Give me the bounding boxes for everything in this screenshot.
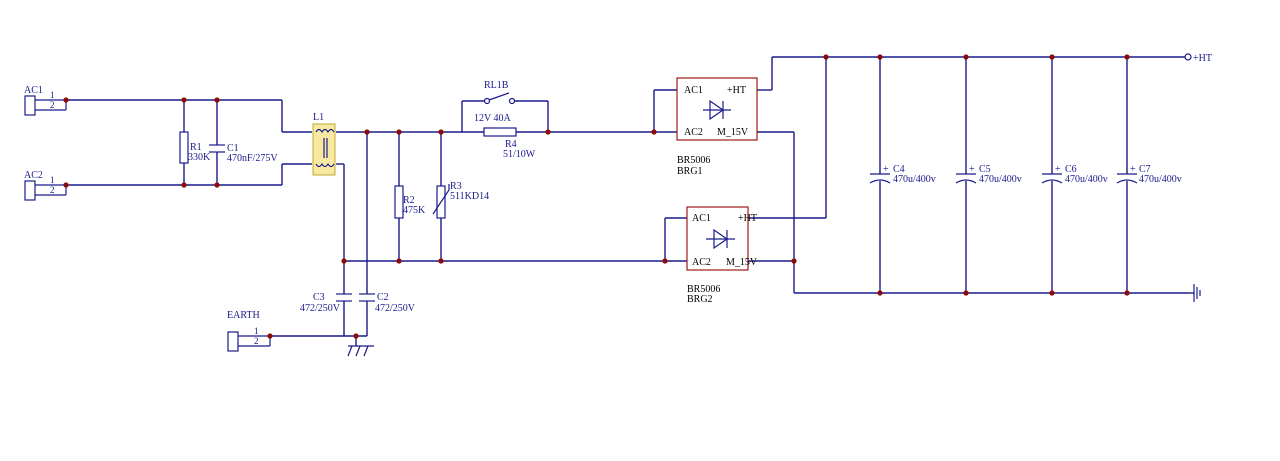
- junction-dots: [63, 54, 1130, 339]
- capacitor-c7: + C7 470u/400v: [1116, 164, 1182, 185]
- resistor-r4: R4 51/10W: [483, 127, 536, 160]
- brg1-pin-ac2: AC2: [684, 127, 703, 138]
- brg1-ref: BRG1: [677, 166, 703, 177]
- brg1-pin-ac1: AC1: [684, 85, 703, 96]
- chassis-ground-icon: [347, 345, 374, 357]
- c2-ref: C2: [377, 292, 389, 303]
- brg2-pin-m: M_15V: [726, 257, 758, 268]
- c6-value: 470u/400v: [1065, 174, 1108, 185]
- connector-ac1-pin1: 1: [50, 90, 55, 100]
- connector-earth-pin2: 2: [254, 336, 259, 346]
- c5-value: 470u/400v: [979, 174, 1022, 185]
- capacitor-c1: C1 470nF/275V: [209, 143, 278, 164]
- c6-plus: +: [1055, 164, 1061, 175]
- brg2-part: BR5006: [687, 284, 720, 295]
- c3-ref: C3: [313, 292, 325, 303]
- resistor-r2: R2 475K: [394, 185, 426, 219]
- connector-ac1-pin2: 2: [50, 100, 55, 110]
- connector-earth-pin1: 1: [254, 326, 259, 336]
- bridge-brg1: AC1 +HT AC2 M_15V BR5006 BRG1: [676, 77, 758, 177]
- capacitor-c6: + C6 470u/400v: [1041, 164, 1108, 185]
- connector-ac1: AC1 1 2: [24, 85, 67, 116]
- connector-ac1-label: AC1: [24, 85, 43, 96]
- connector-ac2-pin2: 2: [50, 185, 55, 195]
- c1-ref: C1: [227, 143, 239, 154]
- brg2-pin-ac1: AC1: [692, 213, 711, 224]
- c3-value: 472/250V: [300, 303, 341, 314]
- relay-value: 12V 40A: [474, 113, 512, 124]
- capacitor-c4: + C4 470u/400v: [869, 164, 936, 185]
- brg2-pin-ac2: AC2: [692, 257, 711, 268]
- r4-value: 51/10W: [503, 149, 536, 160]
- relay-rl1b: RL1B 12V 40A: [474, 80, 516, 124]
- varistor-r3: R3 511KD14: [432, 181, 489, 219]
- l1-ref: L1: [313, 112, 324, 123]
- connector-ac2: AC2 1 2: [24, 170, 67, 201]
- c7-plus: +: [1130, 164, 1136, 175]
- brg1-pin-ht: +HT: [727, 85, 746, 96]
- r1-value: 330K: [188, 152, 211, 163]
- connector-ac2-label: AC2: [24, 170, 43, 181]
- capacitor-c3: C3 472/250V: [300, 292, 352, 314]
- c4-plus: +: [883, 164, 889, 175]
- wires: [66, 56, 1188, 346]
- relay-ref: RL1B: [484, 80, 509, 91]
- output-ht-label: +HT: [1193, 53, 1212, 64]
- resistor-r1: R1 330K: [179, 131, 211, 164]
- c1-value: 470nF/275V: [227, 153, 278, 164]
- brg1-part: BR5006: [677, 155, 710, 166]
- c2-value: 472/250V: [375, 303, 416, 314]
- c6-ref: C6: [1065, 164, 1077, 175]
- capacitor-c5: + C5 470u/400v: [955, 164, 1022, 185]
- c7-ref: C7: [1139, 164, 1151, 175]
- connector-earth: EARTH 1 2: [227, 310, 271, 352]
- r3-ref: R3: [450, 181, 462, 192]
- r3-value: 511KD14: [450, 191, 489, 202]
- brg2-pin-ht: +HT: [738, 213, 757, 224]
- output-ht-port: +HT: [1184, 53, 1212, 64]
- r4-ref: R4: [505, 139, 517, 150]
- diode-icon: [703, 99, 731, 121]
- capacitor-c2: C2 472/250V: [359, 292, 416, 314]
- connector-ac2-pin1: 1: [50, 175, 55, 185]
- c7-value: 470u/400v: [1139, 174, 1182, 185]
- inductor-l1: L1: [312, 112, 336, 176]
- brg2-ref: BRG2: [687, 294, 713, 305]
- brg1-pin-m: M_15V: [717, 127, 749, 138]
- c4-ref: C4: [893, 164, 905, 175]
- r2-ref: R2: [403, 195, 415, 206]
- c5-plus: +: [969, 164, 975, 175]
- r2-value: 475K: [403, 205, 426, 216]
- diode-icon: [706, 228, 735, 250]
- r1-ref: R1: [190, 142, 202, 153]
- c5-ref: C5: [979, 164, 991, 175]
- connector-earth-label: EARTH: [227, 310, 260, 321]
- bridge-brg2: AC1 +HT AC2 M_15V BR5006 BRG2: [686, 206, 758, 305]
- earth-ground-icon: [1188, 284, 1201, 302]
- c4-value: 470u/400v: [893, 174, 936, 185]
